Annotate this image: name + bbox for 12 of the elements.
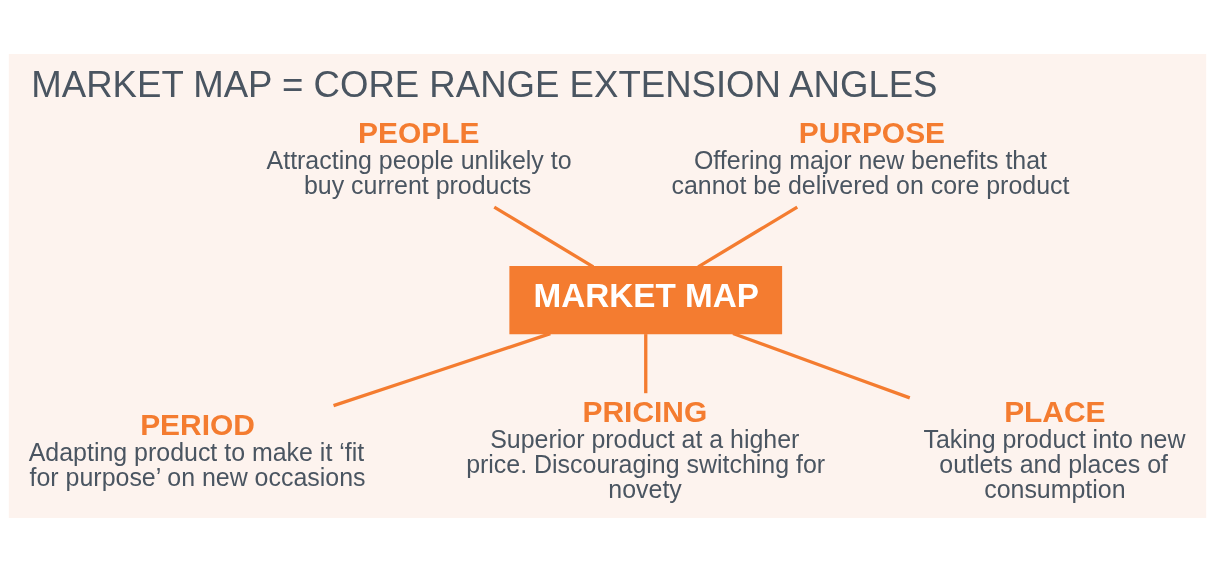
diagram-title: MARKET MAP = CORE RANGE EXTENSION ANGLES [31,63,938,105]
connector [732,331,911,399]
node-text: PERIOD Adapting product to make it ‘fit for purpose’ on new occasions [28,407,366,491]
node-text: PLACE Taking product into new outlets and places of consumption [923,394,1186,503]
connector [697,205,799,268]
node-text: PURPOSE Offering major new benefits that cannot be delivered on core product [671,115,1070,199]
connector [493,205,595,268]
node-box: MARKET MAP [509,265,783,334]
connector [333,331,551,407]
connector [644,333,648,393]
node-text: PRICING Superior product at a higher price. Discouraging switching for novety [466,394,826,503]
node-text: PEOPLE Attracting people unlikely to buy current products [266,115,572,199]
